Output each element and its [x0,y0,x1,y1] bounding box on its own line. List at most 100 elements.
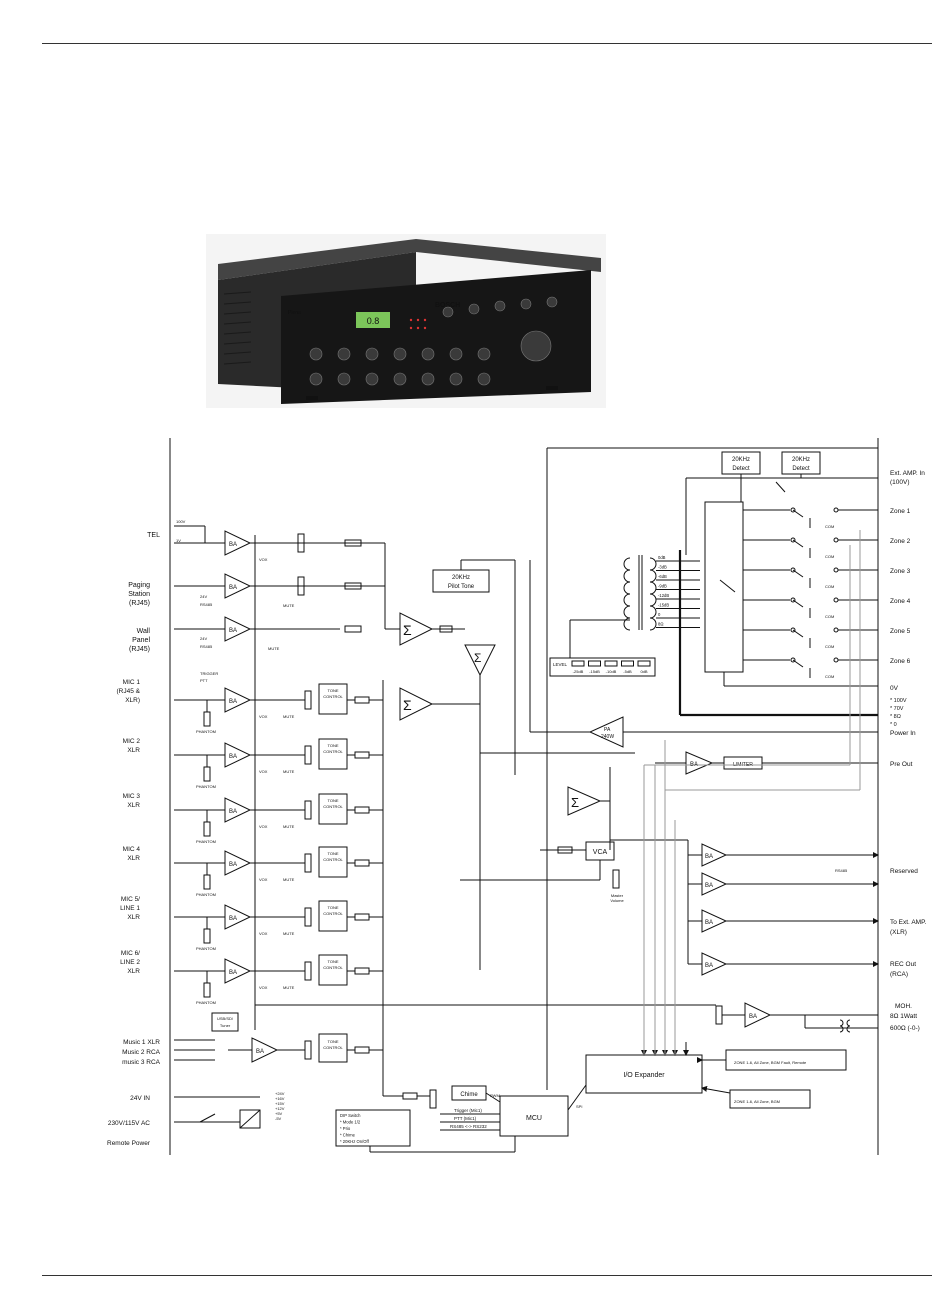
mic1-trigger: TRIGGER [200,671,218,676]
mic6-phantom: PHANTOM [196,1000,216,1005]
usb-l2: Tuner [220,1023,231,1028]
mic6-phantom-resistor [203,982,211,998]
mic2-mute: MUTE [283,769,295,774]
paging-label-1: Paging [128,582,150,589]
usb-l1: USB/SD/ [217,1016,234,1021]
pwm-label: PWM [490,1093,500,1098]
mic3-ba-label: BA [229,809,237,815]
tap-label-5: -15dB [658,603,669,608]
zone-selector [704,501,744,673]
mic4-ba [224,850,252,876]
pilot-label-1: 20KHz [452,575,470,581]
power-inputs: 24V IN 230V/115V AC Remote Power +24V+16… [107,1091,285,1147]
mic3-phantom: PHANTOM [196,839,216,844]
level-led-2 [604,660,618,667]
music-tone-2: CONTROL [323,1045,343,1050]
svg-text:Σ: Σ [403,622,412,638]
mic5-tone-l1: TONE [327,905,338,910]
tel-label: TEL [147,532,160,539]
mic2-ba [224,742,252,768]
tap-label-7: 8Ω [658,622,663,627]
zone-label-4: Zone 4 [890,598,911,605]
usb-tuner [211,1012,239,1032]
output-labels: Ext. AMP. In (100V) 0V * 100V * 70V * 8Ω… [890,470,927,1032]
tel-tap-1v: 1V [176,538,181,543]
mic5-ba-label: BA [229,916,237,922]
dip-line-2: * Prio [340,1126,351,1131]
pre-out: Pre Out [890,761,913,768]
zone-leds-label: ZONE 1-6, All Zone, BGM Fault, Remote [734,1060,807,1065]
paging-label-3: (RJ45) [129,600,150,607]
mic1-ptt: PTT [200,678,208,683]
sum-output [567,786,602,816]
mic3-ba [224,797,252,823]
mic2-ba-label: BA [229,754,237,760]
mic6-label-2: XLR [127,968,140,975]
mic3-phantom-resistor [203,821,211,837]
level-led-3 [621,660,634,667]
vca-label: VCA [593,849,608,856]
mic4-tone-control [318,846,348,878]
input-wall-panel: Wall Panel (RJ45) 24V RS485 BA MUTE [129,616,362,653]
mic5-label-2: XLR [127,914,140,921]
mic1-mute: MUTE [283,714,295,719]
zone-com-6: COM [825,674,834,679]
level-step-3: -5dB [623,669,632,674]
mic3-gain-pot [304,800,312,820]
mic1-vox: VOX [259,714,268,719]
mic4-label-0: MIC 4 [123,846,141,853]
mic5-ba [224,904,252,930]
mic3-tone-l2: CONTROL [323,804,343,809]
tap-label-0: 0dB [658,555,666,560]
mic3-mute: MUTE [283,824,295,829]
mic5-label-0: MIC 5/ [121,896,140,903]
reserved-rs485: RS485 [835,868,848,873]
dip-line-0: DIP Switch [340,1113,361,1118]
mic5-tone-l2: CONTROL [323,911,343,916]
psu-rail-1: +16V [275,1096,285,1101]
photo-knobs [309,296,558,386]
tel-tap-100v: 100V [176,519,186,524]
mic1-ba-label: BA [229,699,237,705]
mic4-tone-l1: TONE [327,851,338,856]
mic6-label-1: LINE 2 [120,959,140,966]
psu-rail-4: +5V [275,1111,283,1116]
output-transformer [569,555,657,658]
photo-model: Plena [288,310,301,316]
mic2-tone-control [318,738,348,770]
zone-label-5: Zone 5 [890,628,911,635]
tap-0: * 0 [890,722,897,728]
ext-amp-in-1: Ext. AMP. In [890,470,925,477]
mic6-mute: MUTE [283,985,295,990]
zone-keys [729,1089,811,1109]
to-ext-amp-1: To Ext. AMP. [890,919,927,926]
zone-com-3: COM [825,584,834,589]
mic1-phantom-resistor [203,711,211,727]
level-step-4: 0dB [640,669,647,674]
moh-3: 600Ω (-0-) [890,1025,920,1032]
sig-trigger: Trigger (Mic1) [454,1108,482,1113]
wall-rs485: RS485 [200,644,213,649]
pilot-label-2: Pilot Tone [448,584,475,590]
ext-amp-in-2: (100V) [890,479,910,486]
master-volume-pot [612,869,620,889]
tel-pot [297,533,305,553]
reserved: Reserved [890,868,918,875]
paging-24v: 24V [200,594,207,599]
mic4-gain-pot [304,853,312,873]
level-led-1 [588,660,601,667]
mic3-label-0: MIC 3 [123,793,141,800]
mic6-tone-l2: CONTROL [323,965,343,970]
mic1-ba [224,687,252,713]
mic4-phantom-resistor [203,874,211,890]
top-rule [42,43,932,44]
mic3-tone-control [318,793,348,825]
level-step-0: -25dB [573,669,584,674]
tel-ba-label: BA [229,542,237,548]
level-led-0 [571,660,585,667]
level-label: LEVEL [553,662,568,667]
sum-main [464,644,496,677]
